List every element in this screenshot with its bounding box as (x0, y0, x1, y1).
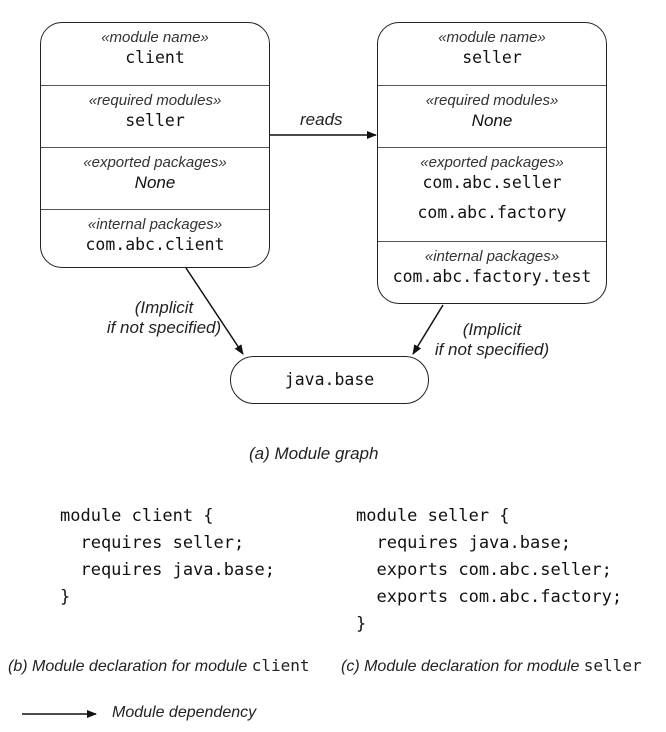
code-client-line-2: requires seller; (60, 533, 245, 553)
caption-client-mono: client (251, 656, 310, 675)
caption-module-graph: (a) Module graph (249, 444, 379, 463)
seller-name-value: seller (462, 48, 522, 67)
code-seller: module seller { requires java.base; expo… (356, 503, 622, 638)
implicit-note-left: (Implicit if not specified) (104, 298, 224, 338)
implicit-right-line-2: if not specified) (434, 340, 550, 359)
client-exported-stereotype: «exported packages» (83, 154, 227, 171)
code-client: module client { requires seller; require… (60, 503, 275, 611)
java-base-node: java.base (230, 356, 429, 404)
code-seller-line-3: exports com.abc.seller; (356, 560, 612, 580)
client-internal-value: com.abc.client (85, 235, 225, 254)
seller-java-base-arrow (412, 304, 444, 355)
code-seller-line-2: requires java.base; (356, 533, 571, 553)
implicit-right-line-1: (Implicit (462, 320, 522, 339)
seller-required-stereotype: «required modules» (425, 92, 559, 109)
implicit-note-right: (Implicit if not specified) (432, 320, 552, 360)
caption-seller-declaration: (c) Module declaration for module seller (341, 656, 642, 676)
seller-name-stereotype: «module name» (438, 29, 546, 46)
seller-required-value: None (471, 111, 513, 130)
client-required-value: seller (125, 111, 185, 130)
code-seller-line-4: exports com.abc.factory; (356, 587, 623, 607)
reads-label: reads (300, 110, 343, 129)
caption-client-declaration: (b) Module declaration for module client (8, 656, 309, 676)
client-java-base-arrow (185, 267, 244, 355)
seller-module-box: «module name» seller «required modules» … (377, 22, 607, 304)
seller-exported-stereotype: «exported packages» (420, 154, 564, 171)
java-base-label: java.base (284, 370, 375, 389)
client-name-value: client (125, 48, 185, 67)
code-seller-line-5: } (356, 614, 367, 634)
caption-client-text: (b) Module declaration for module (8, 658, 252, 675)
seller-exported-section: «exported packages» com.abc.seller com.a… (378, 147, 606, 242)
caption-seller-text: (c) Module declaration for module (341, 658, 584, 675)
seller-exported-value-2: com.abc.factory (417, 203, 567, 222)
caption-seller-mono: seller (583, 656, 642, 675)
code-client-line-1: module client { (60, 506, 214, 526)
code-client-line-4: } (60, 587, 71, 607)
client-name-stereotype: «module name» (101, 29, 209, 46)
code-seller-line-1: module seller { (356, 506, 510, 526)
seller-internal-value: com.abc.factory.test (392, 267, 592, 286)
client-internal-section: «internal packages» com.abc.client (41, 209, 269, 267)
code-client-line-3: requires java.base; (60, 560, 275, 580)
implicit-left-line-2: if not specified) (106, 318, 222, 337)
implicit-left-line-1: (Implicit (134, 298, 194, 317)
client-module-box: «module name» client «required modules» … (40, 22, 270, 268)
client-required-stereotype: «required modules» (88, 92, 222, 109)
seller-internal-stereotype: «internal packages» (424, 248, 560, 265)
client-required-section: «required modules» seller (41, 85, 269, 148)
client-exported-section: «exported packages» None (41, 147, 269, 210)
seller-exported-value-1: com.abc.seller (422, 173, 562, 192)
legend-label: Module dependency (112, 704, 257, 721)
seller-required-section: «required modules» None (378, 85, 606, 148)
seller-internal-section: «internal packages» com.abc.factory.test (378, 241, 606, 303)
seller-name-section: «module name» seller (378, 23, 606, 85)
client-internal-stereotype: «internal packages» (87, 216, 223, 233)
client-name-section: «module name» client (41, 23, 269, 85)
client-exported-value: None (134, 173, 176, 192)
